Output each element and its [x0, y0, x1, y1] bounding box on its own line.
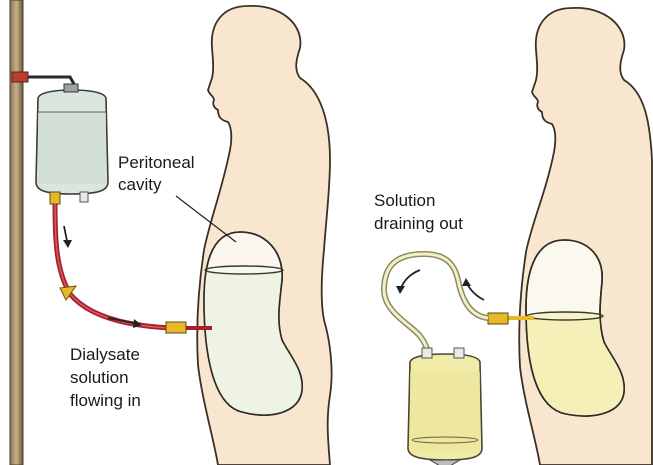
bag-spare-port — [80, 192, 88, 202]
right-fluid-surface — [527, 312, 603, 320]
drain-bag-port-left — [422, 348, 432, 358]
catheter-connector-right — [488, 313, 508, 324]
outflow-tube — [384, 254, 488, 356]
bag-outlet-connector — [50, 192, 60, 204]
drain-bag-fluid — [410, 372, 480, 452]
drain-arrow-1-head — [462, 278, 471, 286]
label-dialysate-line3: flowing in — [70, 391, 141, 410]
label-dialysate-line2: solution — [70, 368, 129, 387]
pole-clamp — [12, 72, 28, 82]
drain-arrow-2-head — [396, 286, 405, 294]
label-peritoneal-line1: Peritoneal — [118, 153, 195, 172]
bag-fluid — [38, 112, 106, 184]
bag-top-port — [64, 84, 78, 92]
drain-bag-valve — [430, 460, 460, 465]
inflow-tube — [55, 204, 170, 328]
left-fluid-surface — [205, 266, 283, 274]
iv-pole — [10, 0, 23, 465]
label-peritoneal-line2: cavity — [118, 175, 162, 194]
label-dialysate-line1: Dialysate — [70, 345, 140, 364]
bag-hook — [28, 77, 74, 84]
drain-bag-port-right — [454, 348, 464, 358]
label-draining-line2: draining out — [374, 214, 463, 233]
label-draining-line1: Solution — [374, 191, 435, 210]
flow-arrow-down-head — [63, 240, 72, 248]
catheter-connector-left — [166, 322, 186, 333]
